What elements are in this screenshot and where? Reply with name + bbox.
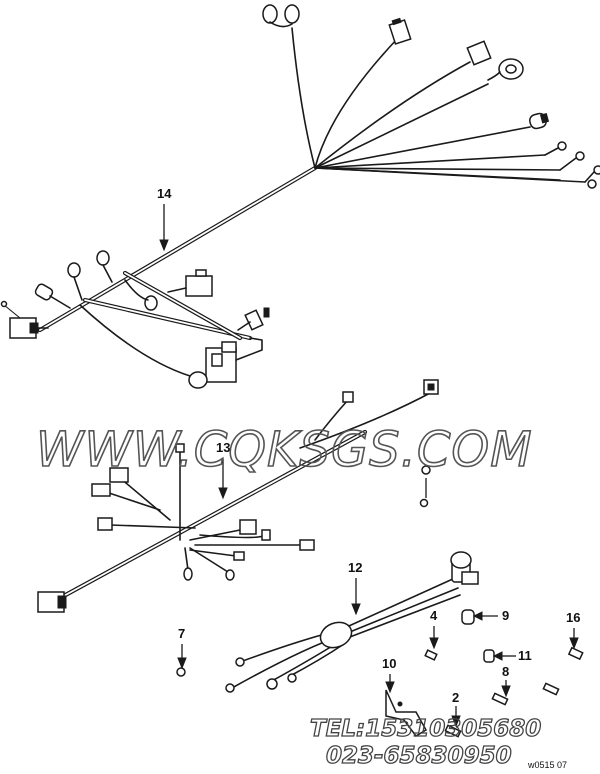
callout-14-label: 14 bbox=[157, 186, 172, 201]
upper-wiring-harness bbox=[0, 4, 600, 389]
two-pin-connector-top bbox=[388, 17, 412, 45]
callout-12: 12 bbox=[348, 560, 362, 616]
center-harness-connectors bbox=[79, 269, 270, 389]
battery-cable-assembly bbox=[225, 551, 479, 693]
callout-9-label: 9 bbox=[502, 608, 509, 623]
lower-harness-connectors bbox=[37, 379, 439, 613]
callout-9: 9 bbox=[472, 608, 509, 623]
connector-with-sleeve-top-right bbox=[466, 40, 524, 81]
contact-phone-1: TEL:15310305680 bbox=[310, 716, 541, 742]
callout-7-label: 7 bbox=[178, 626, 185, 641]
callout-11: 11 bbox=[492, 648, 532, 663]
bullet-connector-right bbox=[529, 112, 550, 130]
left-harness-connectors bbox=[0, 250, 113, 339]
callout-11-label: 11 bbox=[518, 648, 532, 663]
site-watermark: WWW.CQKSGS.COM bbox=[36, 422, 533, 478]
callout-12-label: 12 bbox=[348, 560, 362, 575]
contact-phone-2: 023-65830950 bbox=[326, 743, 512, 769]
callout-8-label: 8 bbox=[502, 664, 509, 679]
callout-4: 4 bbox=[429, 608, 439, 650]
callout-2-label: 2 bbox=[452, 690, 459, 705]
figure-code: w0515 07 bbox=[527, 760, 567, 770]
ring-terminals-right bbox=[544, 141, 600, 189]
callout-16-label: 16 bbox=[566, 610, 580, 625]
loose-hardware bbox=[176, 465, 584, 738]
callout-10-label: 10 bbox=[382, 656, 396, 671]
round-plug-top-left bbox=[262, 4, 300, 28]
callout-10: 10 bbox=[382, 656, 396, 694]
callout-7: 7 bbox=[177, 626, 187, 670]
callout-8: 8 bbox=[501, 664, 511, 698]
lower-wiring-harness bbox=[37, 379, 439, 613]
callout-13-label: 13 bbox=[216, 440, 230, 455]
callout-2: 2 bbox=[451, 690, 461, 728]
callout-13: 13 bbox=[216, 440, 230, 500]
callout-4-label: 4 bbox=[430, 608, 438, 623]
callout-14: 14 bbox=[157, 186, 172, 252]
callout-16: 16 bbox=[566, 610, 580, 650]
